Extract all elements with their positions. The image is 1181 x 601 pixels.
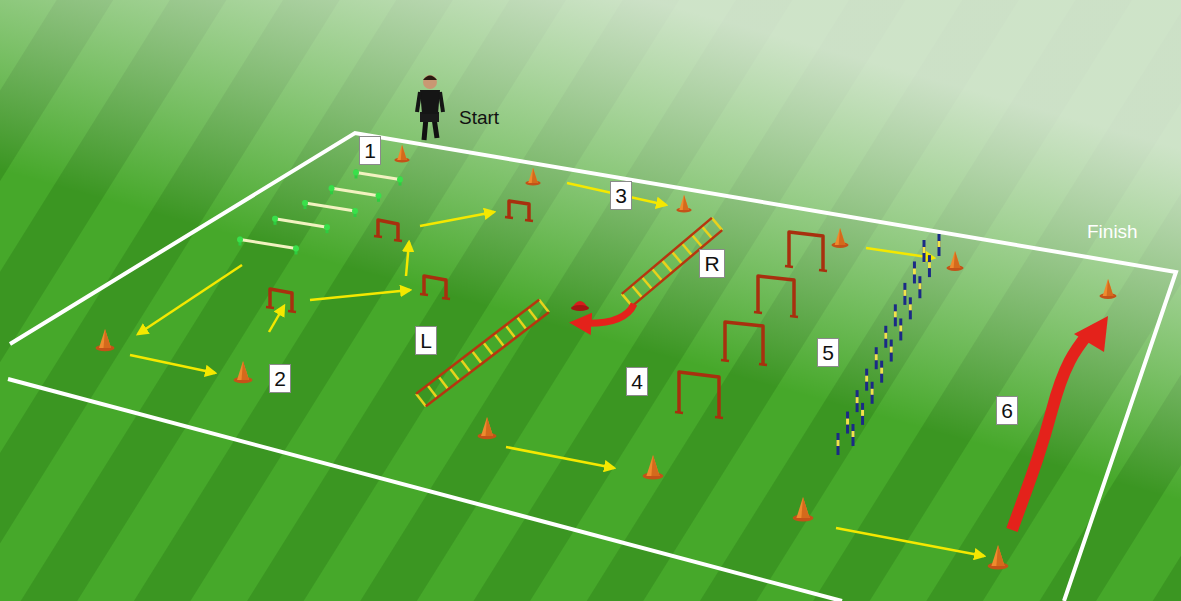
slalom-pole (876, 347, 877, 369)
callout-number: 3 (615, 185, 627, 206)
cone (96, 329, 115, 351)
station-number: 2 (269, 364, 291, 393)
course-label: Start (459, 108, 499, 127)
callout-number: L (420, 330, 432, 351)
slalom-poles (838, 234, 939, 455)
station-number: L (415, 326, 437, 355)
callout-number: 4 (631, 371, 643, 392)
slalom-pole (853, 424, 854, 446)
cone (1099, 279, 1116, 299)
cone (234, 361, 253, 383)
cones (96, 145, 1117, 570)
green-hurdle (329, 185, 382, 202)
marker-dome-base (571, 305, 589, 311)
green-hurdle (302, 200, 358, 217)
slalom-pole (862, 403, 863, 425)
callout-number: 5 (822, 342, 834, 363)
cone (946, 251, 963, 271)
station-number: R (699, 249, 725, 278)
green-hurdle (353, 169, 403, 185)
sprint-arrow-head (1074, 316, 1108, 352)
callout-number: 6 (1001, 400, 1013, 421)
run-arrow (130, 355, 215, 373)
slalom-pole (939, 234, 940, 256)
boundary-line (10, 133, 1176, 601)
cone (676, 195, 691, 213)
mini-hurdle (754, 276, 798, 317)
mini-hurdle (374, 220, 402, 241)
green-hurdles (237, 169, 403, 254)
agility-ladders (416, 218, 722, 406)
slalom-pole (900, 318, 901, 340)
boundary-line (8, 379, 842, 601)
sprint-arrow (1012, 334, 1088, 530)
slalom-pole (838, 433, 839, 455)
station-number: 4 (626, 367, 648, 396)
cone (988, 545, 1009, 569)
slalom-pole (857, 390, 858, 412)
mini-hurdle (675, 372, 723, 418)
slalom-pole (866, 369, 867, 391)
run-arrow (310, 290, 410, 300)
green-hurdle (237, 237, 299, 255)
red-arrows (571, 301, 1108, 530)
course-label: Finish (1087, 222, 1138, 241)
cone (525, 168, 540, 186)
slalom-pole (929, 255, 930, 277)
mini-hurdle (505, 201, 533, 221)
run-arrow (567, 183, 666, 205)
slalom-pole (881, 361, 882, 383)
player-figure (417, 75, 443, 140)
slalom-pole (847, 412, 848, 434)
mini-hurdle (266, 289, 296, 312)
cone (793, 497, 814, 521)
callout-number: 2 (274, 368, 286, 389)
station-number: 5 (817, 338, 839, 367)
slalom-pole (904, 283, 905, 305)
mini-hurdle (420, 276, 450, 299)
slalom-pole (895, 304, 896, 326)
mini-hurdle (785, 232, 827, 271)
run-arrow (138, 265, 242, 334)
run-arrow (836, 528, 984, 556)
agility-ladder (622, 218, 722, 306)
cone (478, 417, 497, 439)
station-number: 1 (359, 136, 381, 165)
run-arrow (506, 447, 614, 468)
slalom-pole (885, 326, 886, 348)
slalom-pole (919, 276, 920, 298)
slalom-pole (924, 240, 925, 262)
callout-number: 1 (364, 140, 376, 161)
run-arrow (269, 306, 284, 332)
run-arrows (130, 183, 984, 556)
cone (643, 455, 664, 479)
run-arrow (406, 242, 409, 276)
green-hurdle (272, 216, 330, 233)
red-hurdles (266, 201, 827, 418)
mini-hurdle (721, 322, 767, 365)
slalom-pole (914, 261, 915, 283)
station-number: 6 (996, 396, 1018, 425)
run-arrow (420, 212, 494, 226)
pitch-lines (8, 133, 1176, 601)
cone (394, 145, 409, 163)
station-number: 3 (610, 181, 632, 210)
slalom-pole (891, 340, 892, 362)
slalom-pole (910, 297, 911, 319)
callout-number: R (704, 253, 719, 274)
slalom-pole (872, 382, 873, 404)
cone (831, 228, 848, 248)
turn-arrow (578, 304, 634, 323)
